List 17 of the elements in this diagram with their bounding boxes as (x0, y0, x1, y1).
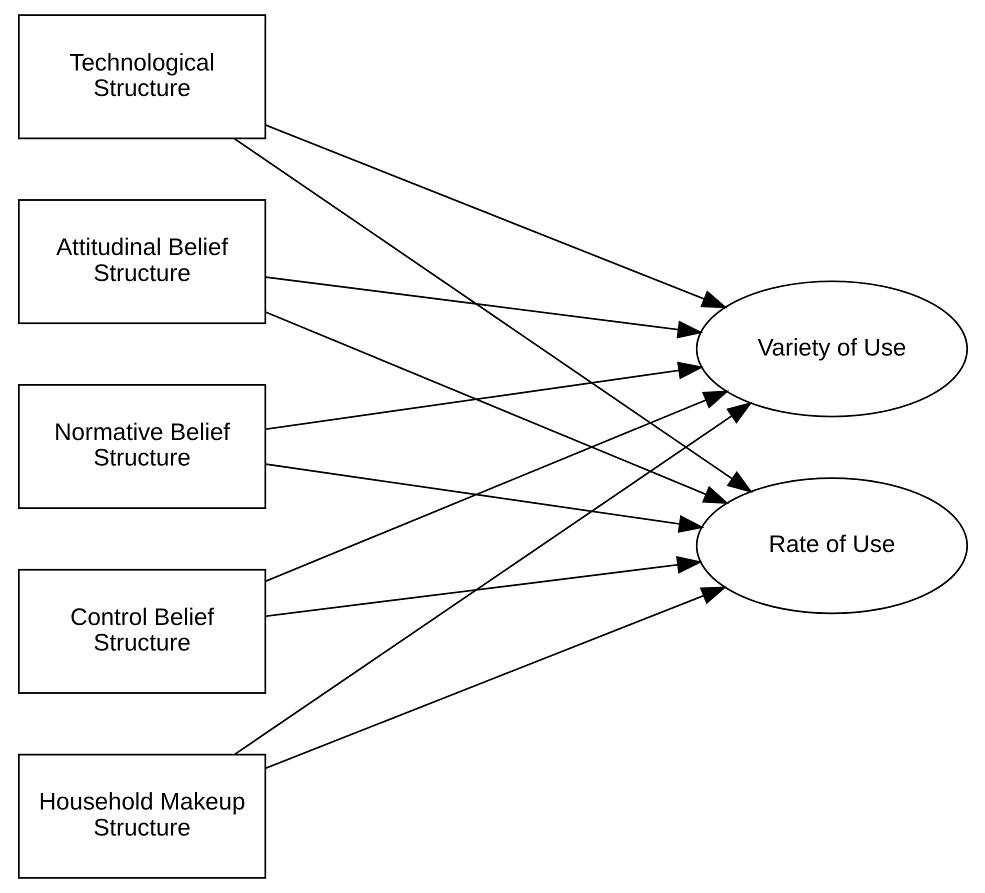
arrow (265, 362, 704, 430)
node-box: Control Belief Structure (18, 568, 266, 694)
node-box: Attitudinal Belief Structure (18, 199, 266, 324)
node-box: Normative Belief Structure (18, 384, 266, 509)
arrow (234, 402, 752, 755)
arrow (265, 463, 704, 533)
arrow (264, 124, 728, 308)
node-ellipse: Variety of Use (695, 280, 968, 418)
arrow (264, 311, 729, 504)
node-box: Technological Structure (18, 14, 266, 140)
arrow (264, 390, 729, 582)
arrow (233, 138, 752, 493)
arrow (265, 276, 703, 338)
node-ellipse: Rate of Use (695, 477, 968, 614)
arrow (264, 586, 727, 769)
arrow (265, 556, 702, 618)
node-box: Household Makeup Structure (18, 754, 266, 879)
